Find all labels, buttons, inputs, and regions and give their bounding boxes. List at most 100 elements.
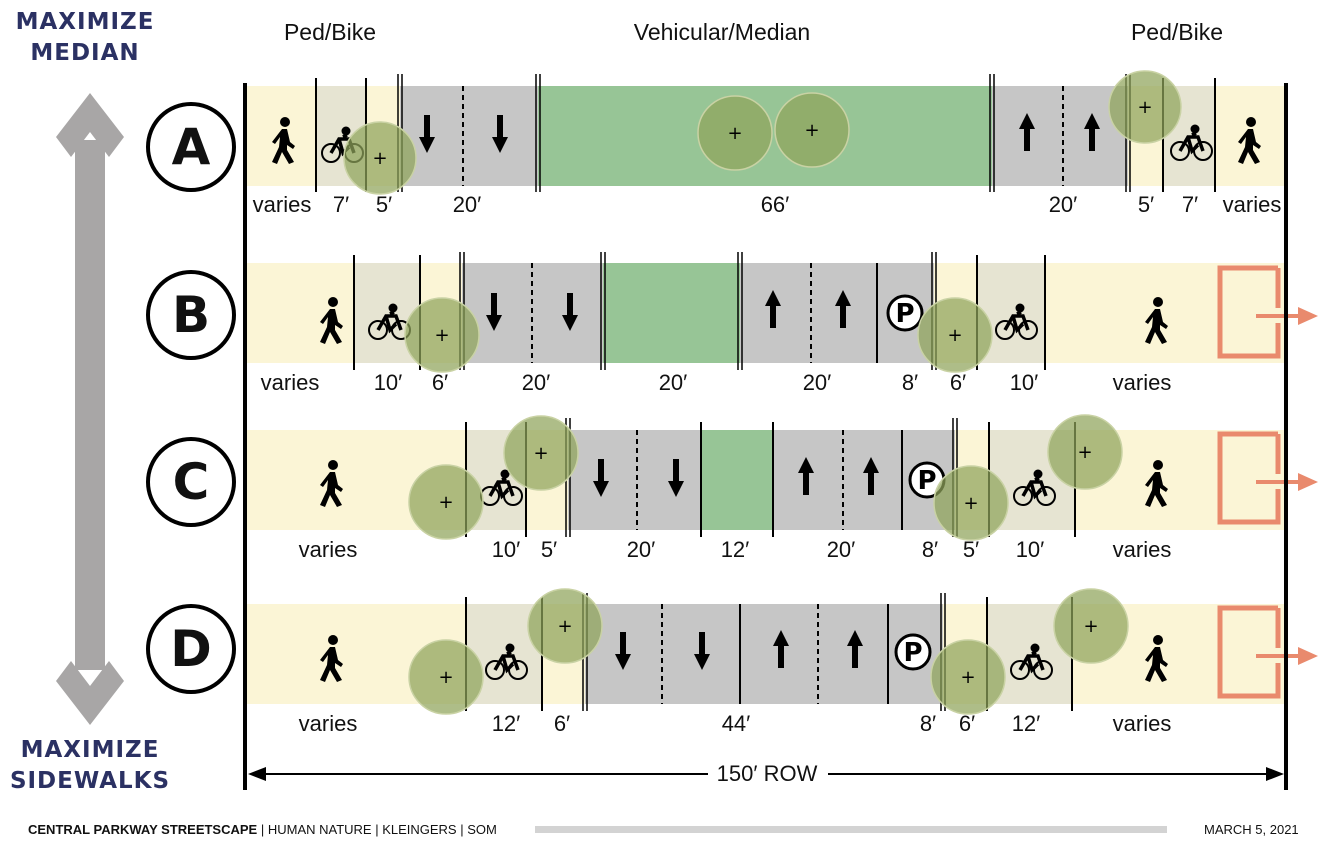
tree-trunk-icon: + [1137,97,1152,118]
tree-canopy-icon [408,464,484,540]
footer-credits: | HUMAN NATURE | KLEINGERS | SOM [257,822,497,837]
dim-b-varies-right: varies [1112,370,1172,395]
travel-lanes [568,430,701,530]
down-arrow-icon [593,459,609,497]
dim-d-parking: 8′ [919,711,937,736]
bicycle-icon [1010,660,1030,680]
pedestrian-icon [320,309,343,344]
pedestrian-icon [328,635,338,645]
maximize-median-label: MAXIMIZE MEDIAN [15,9,155,66]
frontage-arrow-icon [1298,307,1318,325]
dim-d-buffer-right: 6′ [958,711,976,736]
footer-project: CENTRAL PARKWAY STREETSCAPE [28,822,258,837]
tree-trunk-icon: + [372,148,387,169]
pedestrian-icon [328,297,338,307]
dim-c-buffer: 5′ [540,537,558,562]
dim-d-bike-right: 12′ [1011,711,1041,736]
building-frontage-icon [1217,431,1281,525]
tree-canopy-icon [1047,414,1123,490]
pedestrian-icon [328,460,338,470]
building-frontage-icon [1217,605,1281,699]
median [701,430,773,530]
tree-canopy-icon [1108,70,1182,144]
tree-trunk-icon: + [533,443,548,464]
dim-a-road-right: 20′ [1048,192,1078,217]
dim-c-varies-left: varies [298,537,358,562]
pedestrian-icon [1246,117,1256,127]
bicycle-icon [995,320,1015,340]
bicycle-icon [1013,486,1033,506]
tree-trunk-icon: + [557,616,572,637]
up-arrow-head-icon [56,93,124,157]
pedestrian-icon [1238,129,1261,164]
down-arrow-head-icon [56,661,124,725]
pedestrian-icon [1145,309,1168,344]
dim-b-bike: 10′ [373,370,403,395]
tree-canopy-icon [1053,588,1129,664]
vertical-arrow-shaft [75,140,105,670]
pedestrian-icon [320,472,343,507]
dim-d-varies-right: varies [1112,711,1172,736]
cyclist-head-icon [505,643,515,653]
dim-a-median: 66′ [760,192,790,217]
tree-trunk-icon: + [1083,616,1098,637]
parking-icon-letter: P [895,299,914,329]
pedestrian-icon [1153,460,1163,470]
dim-b-road-left: 20′ [521,370,551,395]
median [603,263,740,363]
bicycle-icon [485,660,505,680]
row-label-a: A [146,102,236,192]
cyclist-head-icon [1015,303,1025,313]
dim-a-road-left: 20′ [452,192,482,217]
dim-b-buffer: 6′ [431,370,449,395]
up-arrow-icon [798,457,814,495]
pedestrian-icon [272,129,295,164]
dim-a-varies-left: varies [252,192,312,217]
travel-lanes [992,86,1128,186]
tree-trunk-icon: + [963,493,978,514]
tree-canopy-icon [933,465,1009,541]
left-arrow-icon [248,767,266,781]
dim-c-median: 12′ [720,537,750,562]
pedestrian-icon [1145,472,1168,507]
tree-canopy-icon [774,92,850,168]
cyclist-icon [1018,650,1045,674]
down-arrow-icon [562,293,578,331]
row-label-c: C [146,437,236,527]
cyclist-icon [493,650,520,674]
pedestrian-icon [1153,635,1163,645]
up-arrow-icon [847,630,863,668]
building-frontage-icon [1217,265,1281,359]
down-arrow-icon [615,632,631,670]
tree-trunk-icon: + [960,667,975,688]
dim-b-road-right: 20′ [802,370,832,395]
down-arrow-icon [492,115,508,153]
cyclist-icon [376,310,403,334]
dim-b-varies-left: varies [260,370,320,395]
tree-canopy-icon [527,588,603,664]
tree-trunk-icon: + [438,492,453,513]
dim-c-parking: 8′ [921,537,939,562]
up-arrow-icon [835,290,851,328]
dim-c-bike: 10′ [491,537,521,562]
dim-c-varies-right: varies [1112,537,1172,562]
row-label-b: B [146,270,236,360]
bicycle-icon [368,320,388,340]
header-vehicular-median: Vehicular/Median [633,19,811,45]
dim-d-buffer: 6′ [553,711,571,736]
tree-canopy-icon [343,121,417,195]
up-arrow-icon [765,290,781,328]
cyclist-icon [1003,310,1030,334]
cyclist-head-icon [500,469,510,479]
row-label-d: D [146,604,236,694]
up-arrow-icon [863,457,879,495]
dim-a-buffer-right: 5′ [1137,192,1155,217]
cyclist-head-icon [1030,643,1040,653]
dim-a-buffer: 5′ [375,192,393,217]
dim-b-buffer-right: 6′ [949,370,967,395]
sidewalk [1045,263,1285,363]
up-arrow-icon [773,630,789,668]
bicycle-icon [321,143,341,163]
frontage-arrow-icon [1298,647,1318,665]
cyclist-icon [488,476,515,500]
